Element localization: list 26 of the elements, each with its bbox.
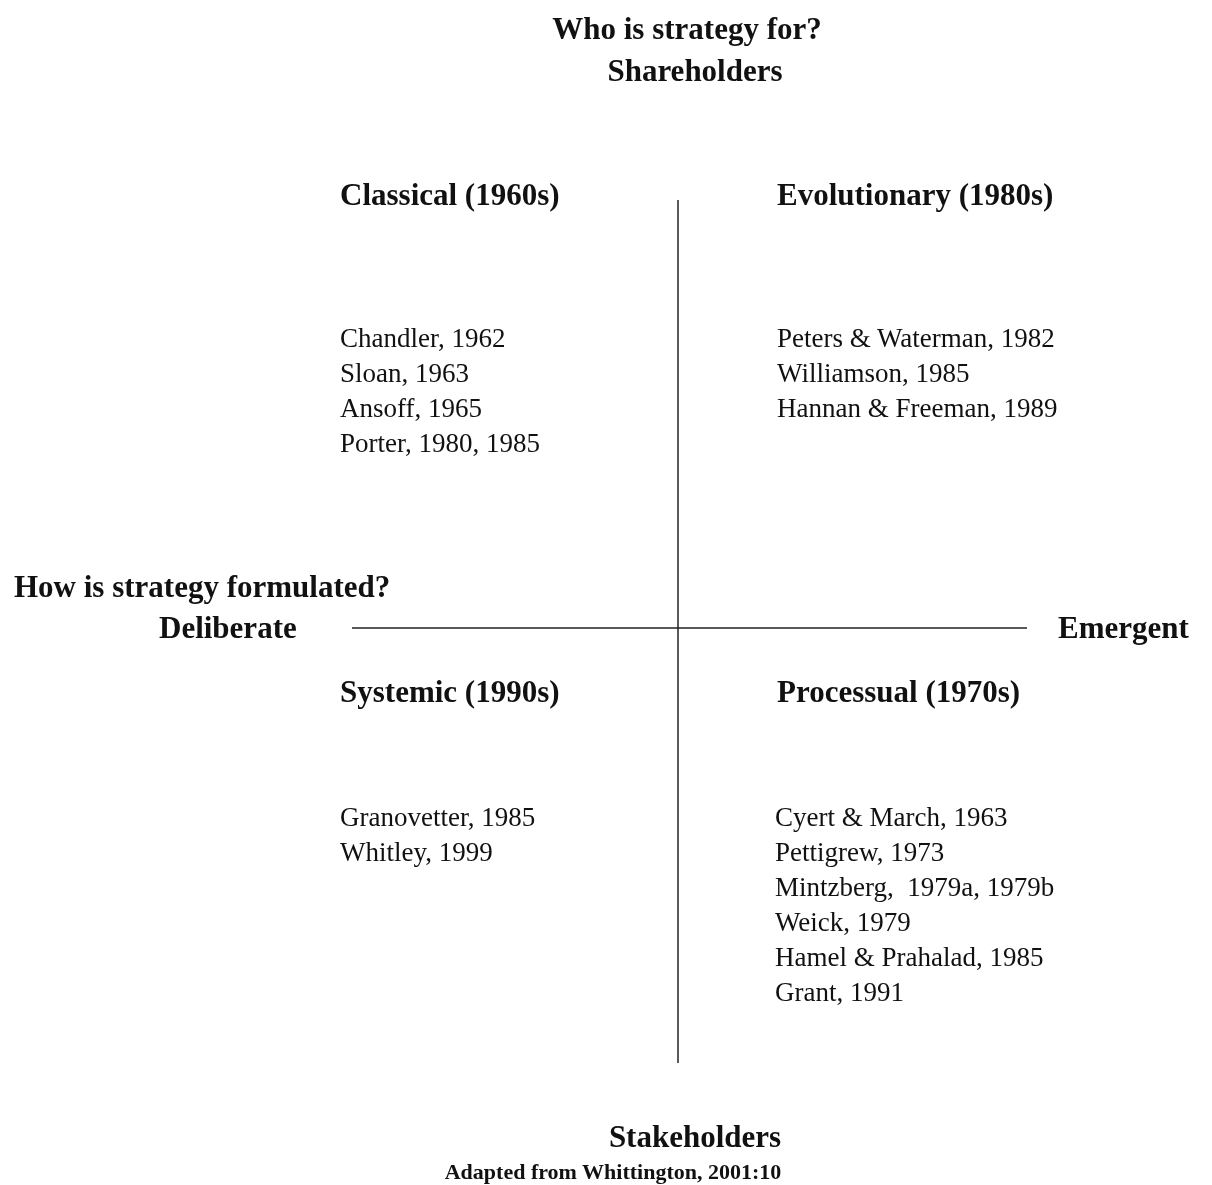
author-citation: Pettigrew, 1973 [775,838,945,868]
axis-end-label: Shareholders [607,54,783,89]
author-citation: Porter, 1980, 1985 [340,429,540,459]
author-citation: Cyert & March, 1963 [775,803,1008,833]
axis-end-label: Stakeholders [608,1120,782,1155]
author-citation: Whitley, 1999 [340,838,493,868]
author-citation: Hannan & Freeman, 1989 [777,394,1058,424]
quadrant-heading: Evolutionary (1980s) [777,178,1054,213]
axis-question: How is strategy formulated? [14,570,391,605]
axis-end-label: Deliberate [159,611,297,646]
author-citation: Ansoff, 1965 [340,394,482,424]
author-citation: Weick, 1979 [775,908,911,938]
quadrant-heading: Classical (1960s) [340,178,560,213]
author-citation: Hamel & Prahalad, 1985 [775,943,1044,973]
quadrant-heading: Processual (1970s) [777,675,1021,710]
axis-question: Who is strategy for? [552,12,822,47]
author-citation: Sloan, 1963 [340,359,469,389]
author-citation: Granovetter, 1985 [340,803,536,833]
caption: Adapted from Whittington, 2001:10 [444,1160,782,1185]
author-citation: Grant, 1991 [775,978,904,1008]
author-citation: Chandler, 1962 [340,324,506,354]
quadrant-heading: Systemic (1990s) [340,675,560,710]
author-citation: Williamson, 1985 [777,359,970,389]
axis-end-label: Emergent [1058,611,1189,646]
author-citation: Peters & Waterman, 1982 [777,324,1055,354]
author-citation: Mintzberg, 1979a, 1979b [775,873,1055,903]
